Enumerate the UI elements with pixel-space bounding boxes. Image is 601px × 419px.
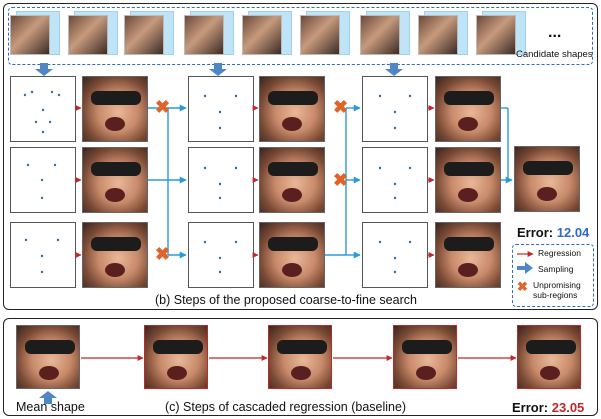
- sampling-arrow-icon: [209, 63, 227, 76]
- regression-arrows: [75, 105, 435, 258]
- candidate-strip: [8, 7, 593, 65]
- face-photo: [435, 147, 501, 213]
- face-photo: [82, 147, 148, 213]
- face-photo: [435, 76, 501, 142]
- candidate-shape-thumb: [124, 15, 164, 55]
- panel-c: [3, 318, 598, 416]
- sampling-arrow-icon: [35, 63, 53, 76]
- ellipsis: ...: [548, 24, 562, 41]
- legend-sampling: Sampling: [538, 264, 574, 274]
- legend-unpromising: Unpromising sub-regions: [533, 280, 581, 300]
- shape-box: [362, 222, 428, 288]
- candidate-shape-thumb: [10, 15, 50, 55]
- candidate-shape-thumb: [476, 15, 516, 55]
- baseline-error: Error: 23.05: [512, 400, 584, 415]
- candidate-shape-thumb: [184, 15, 224, 55]
- baseline-photo: [268, 325, 332, 389]
- mean-shape-arrow-icon: [39, 391, 57, 404]
- baseline-photo: [517, 325, 581, 389]
- reject-x-icon: ✖: [155, 97, 171, 117]
- baseline-photo: [16, 325, 80, 389]
- shape-box: [362, 147, 428, 213]
- panel-b-caption: (b) Steps of the proposed coarse-to-fine…: [155, 293, 417, 307]
- landmark-dots: [23, 90, 412, 274]
- face-photo: [259, 76, 325, 142]
- shape-box: [188, 222, 254, 288]
- sampling-arrows: [35, 63, 403, 76]
- candidate-shapes-label: Candidate shapes: [516, 49, 593, 60]
- sampling-flow: [148, 104, 513, 259]
- face-photo: [259, 147, 325, 213]
- search-error: Error: 12.04: [517, 225, 589, 240]
- baseline-error-value: 23.05: [551, 400, 585, 415]
- legend-regression: Regression: [538, 248, 581, 258]
- reject-x-icon: ✖: [155, 244, 171, 264]
- face-photo: [82, 222, 148, 288]
- mean-shape-label: Mean shape: [16, 400, 85, 414]
- candidate-shape-thumb: [242, 15, 282, 55]
- shape-box: [362, 76, 428, 142]
- reject-x-icon: ✖: [333, 170, 349, 190]
- candidate-shape-thumb: [360, 15, 400, 55]
- candidate-shape-thumb: [418, 15, 458, 55]
- search-error-value: 12.04: [556, 225, 590, 240]
- baseline-photo: [393, 325, 457, 389]
- reject-x-icon: ✖: [333, 97, 349, 117]
- face-photo: [435, 222, 501, 288]
- search-error-label: Error:: [517, 225, 554, 240]
- shape-box: [10, 222, 76, 288]
- baseline-photo: [144, 325, 208, 389]
- sampling-icon: [517, 262, 533, 274]
- shape-box: [188, 147, 254, 213]
- candidate-shape-thumb: [68, 15, 108, 55]
- panel-b: [3, 3, 598, 310]
- sampling-arrow-icon: [385, 63, 403, 76]
- candidate-shape-thumb: [300, 15, 340, 55]
- face-photo: [259, 222, 325, 288]
- final-result-photo: [514, 146, 580, 212]
- unpromising-icon: ✖: [517, 279, 528, 294]
- baseline-error-label: Error:: [512, 400, 549, 415]
- face-photo: [82, 76, 148, 142]
- panel-c-caption: (c) Steps of cascaded regression (baseli…: [165, 400, 407, 414]
